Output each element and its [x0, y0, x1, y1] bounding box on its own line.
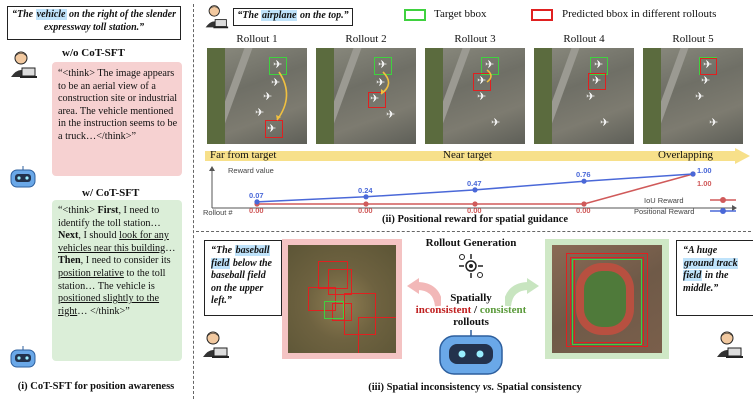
legend-iou-label: IoU Reward	[644, 196, 684, 205]
band-label-far: Far from target	[210, 149, 277, 161]
rollout-label: Rollout 3	[454, 33, 496, 45]
chart-xlabel: Rollout #	[203, 208, 233, 217]
user-laptop-icon	[203, 4, 229, 30]
data-point	[581, 201, 587, 207]
data-label: 0.24	[358, 186, 373, 195]
rollout-4-image: ✈ ✈ ✈ ✈	[534, 48, 634, 144]
legend-pos-marker	[710, 208, 736, 214]
arrow-to-consistent	[505, 278, 539, 307]
panel-divider-vertical	[193, 4, 194, 399]
robot-icon	[436, 330, 506, 378]
data-label: 0.47	[467, 179, 482, 188]
rollout-generation-icon	[456, 251, 486, 281]
robot-icon	[8, 345, 38, 371]
wo-cot-title: w/o CoT-SFT	[62, 47, 125, 59]
wo-cot-output-text: “<think> The image appears to be an aeri…	[58, 68, 178, 142]
rollout-label: Rollout 5	[672, 33, 714, 45]
reward-chart: 0.00 0.00 0.00 0.00 1.00 0.07 0.24 0.47 0.76 1.00	[209, 166, 737, 215]
rollout-5-image: ✈ ✈ ✈ ✈	[643, 48, 743, 144]
w-cot-title: w/ CoT-SFT	[82, 187, 140, 199]
legend-pred-label: Predicted bbox in different rollouts	[562, 8, 717, 20]
chart-y-axis-arrowhead	[209, 166, 215, 171]
robot-icon	[8, 165, 38, 191]
bottom-right-quote: “A huge ground track field in the middle…	[676, 240, 753, 316]
data-label: 1.00	[697, 166, 712, 175]
data-point	[690, 171, 696, 177]
rollout-label: Rollout 2	[345, 33, 387, 45]
rollout-1-image: ✈ ✈ ✈ ✈ ✈	[207, 48, 307, 144]
data-point	[472, 187, 478, 193]
data-label: 0.76	[576, 170, 591, 179]
rollout-3-image: ✈ ✈ ✈ ✈	[425, 48, 525, 144]
legend-target-label: Target bbox	[434, 8, 487, 20]
rollout-label: Rollout 1	[236, 33, 278, 45]
data-point	[254, 199, 260, 205]
data-label: 0.00	[467, 206, 482, 215]
caption-ii: (ii) Positional reward for spatial guida…	[382, 214, 568, 225]
rollout-2-image: ✈ ✈ ✈ ✈	[316, 48, 416, 144]
caption-iii: (iii) Spatial inconsistency vs. Spatial …	[368, 382, 582, 393]
rollouts-label: rollouts	[453, 316, 489, 328]
caption-i: (i) CoT-SFT for position awareness	[17, 381, 175, 392]
left-instruction-quote: “The vehicle on the right of the slender…	[7, 6, 181, 40]
top-instruction-quote: “The airplane on the top.”	[233, 8, 353, 26]
rollout-generation-title: Rollout Generation	[425, 237, 517, 249]
w-cot-output-box	[52, 200, 182, 361]
chart-x-axis-arrowhead	[732, 205, 737, 211]
track-field-image	[552, 245, 662, 353]
consistency-label: inconsistent / consistent	[415, 304, 527, 316]
data-label: 1.00	[697, 179, 712, 188]
panel-divider-horizontal	[196, 231, 751, 232]
user-laptop-icon	[200, 330, 230, 360]
legend-target-swatch	[404, 9, 426, 21]
legend-iou-marker	[710, 197, 736, 203]
data-point	[363, 194, 369, 200]
baseball-field-image	[288, 245, 396, 353]
data-point	[581, 178, 587, 184]
progress-band-arrow	[205, 148, 750, 164]
bottom-left-quote: “The baseball field below the baseball f…	[204, 240, 282, 316]
chart-ylabel: Reward value	[228, 166, 274, 175]
user-laptop-icon	[8, 50, 38, 80]
band-label-overlap: Overlapping	[658, 149, 713, 161]
legend-pred-swatch	[531, 9, 553, 21]
arrow-to-inconsistent	[407, 278, 441, 307]
wo-cot-output-box	[52, 62, 182, 176]
data-label: 0.00	[576, 206, 591, 215]
w-cot-output-text: “<think> First, I need to identify the t…	[58, 205, 176, 317]
rollout-label: Rollout 4	[563, 33, 605, 45]
data-label: 0.00	[249, 206, 264, 215]
band-label-near: Near target	[443, 149, 492, 161]
data-label: 0.00	[358, 206, 373, 215]
data-point	[363, 201, 369, 207]
legend-pos-label: Positional Reward	[634, 207, 695, 216]
spatially-label: Spatially	[450, 292, 492, 304]
data-label: 0.07	[249, 191, 264, 200]
data-point	[472, 201, 478, 207]
user-laptop-icon	[714, 330, 744, 360]
